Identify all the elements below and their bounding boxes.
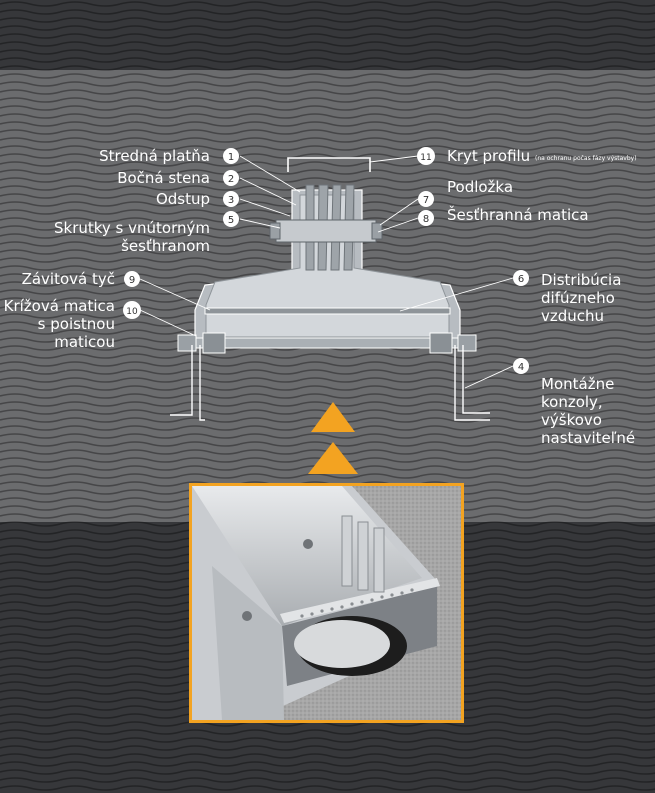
callout-2: 2: [223, 170, 239, 186]
callout-11: 11: [417, 147, 435, 165]
hex-bolt-assembly: [269, 219, 383, 243]
callout-5: 5: [223, 211, 239, 227]
air-distribution-plate: [204, 307, 451, 315]
mounting-brackets: [170, 345, 490, 421]
callout-1-num: 1: [228, 152, 234, 163]
callout-3-num: 3: [228, 195, 234, 206]
arrow-lower-icon: [308, 442, 358, 474]
label-spacer: Odstup: [155, 190, 210, 208]
leader-lines: [139, 155, 514, 389]
callout-6: 6: [513, 270, 529, 286]
up-arrows: [308, 402, 358, 474]
callout-10-num: 10: [126, 307, 138, 317]
callout-5-num: 5: [228, 215, 234, 226]
callout-1: 1: [223, 148, 239, 164]
callout-8: 8: [418, 210, 434, 226]
label-hex-nut: Šesťhranná matica: [447, 206, 589, 224]
threaded-rod: [177, 332, 477, 354]
label-threaded-rod: Závitová tyč: [21, 270, 115, 288]
callout-4-num: 4: [518, 362, 524, 373]
label-hex-socket-screws: Skrutky s vnútorným šesťhranom: [54, 219, 210, 255]
label-air-distribution: Distribúcia difúzneho vzduchu: [541, 271, 622, 325]
label-center-plate: Stredná platňa: [99, 147, 210, 165]
arrow-upper-icon: [311, 402, 355, 432]
label-mounting-brackets: Montážne konzoly, výškovo nastaviteľné: [541, 375, 636, 447]
callout-9-num: 9: [129, 275, 135, 286]
callout-7: 7: [418, 191, 434, 207]
label-profile-cover: Kryt profilu (na ochranu počas fázy výst…: [447, 147, 637, 165]
callout-10: 10: [123, 301, 141, 319]
callout-11-num: 11: [420, 153, 431, 163]
product-photo: [189, 483, 464, 723]
product-photo-illustration: [192, 486, 461, 720]
callout-7-num: 7: [423, 195, 429, 206]
callout-8-num: 8: [423, 214, 429, 225]
label-washer: Podložka: [447, 178, 514, 196]
callout-3: 3: [223, 191, 239, 207]
number-callouts: 1 2 3 5 9 10 11 7 8 6 4: [123, 147, 529, 374]
label-cross-nut: Krížová matica s poistnou maticou: [3, 297, 115, 351]
label-side-wall: Bočná stena: [117, 169, 210, 187]
callout-2-num: 2: [228, 174, 234, 185]
callout-6-num: 6: [518, 274, 524, 285]
callout-4: 4: [513, 358, 529, 374]
callout-9: 9: [124, 271, 140, 287]
profile-cover-cap: [287, 157, 371, 172]
label-profile-cover-note: (na ochranu počas fázy výstavby): [534, 155, 637, 162]
